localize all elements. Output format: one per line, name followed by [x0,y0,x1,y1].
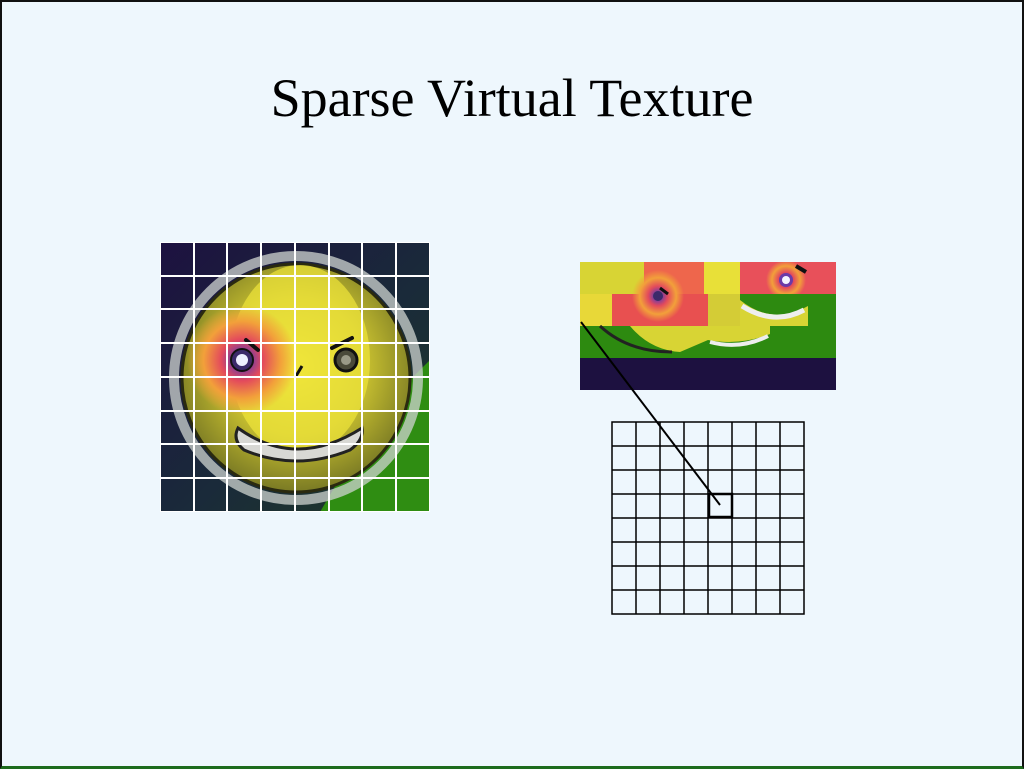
virtual-texture [160,242,430,512]
physical-page-cache [580,262,836,390]
slide-title: Sparse Virtual Texture [270,68,754,128]
page-mapping-pointer [580,321,721,506]
virtual-texture-grid [160,242,430,512]
highlighted-page-entry [707,492,734,519]
